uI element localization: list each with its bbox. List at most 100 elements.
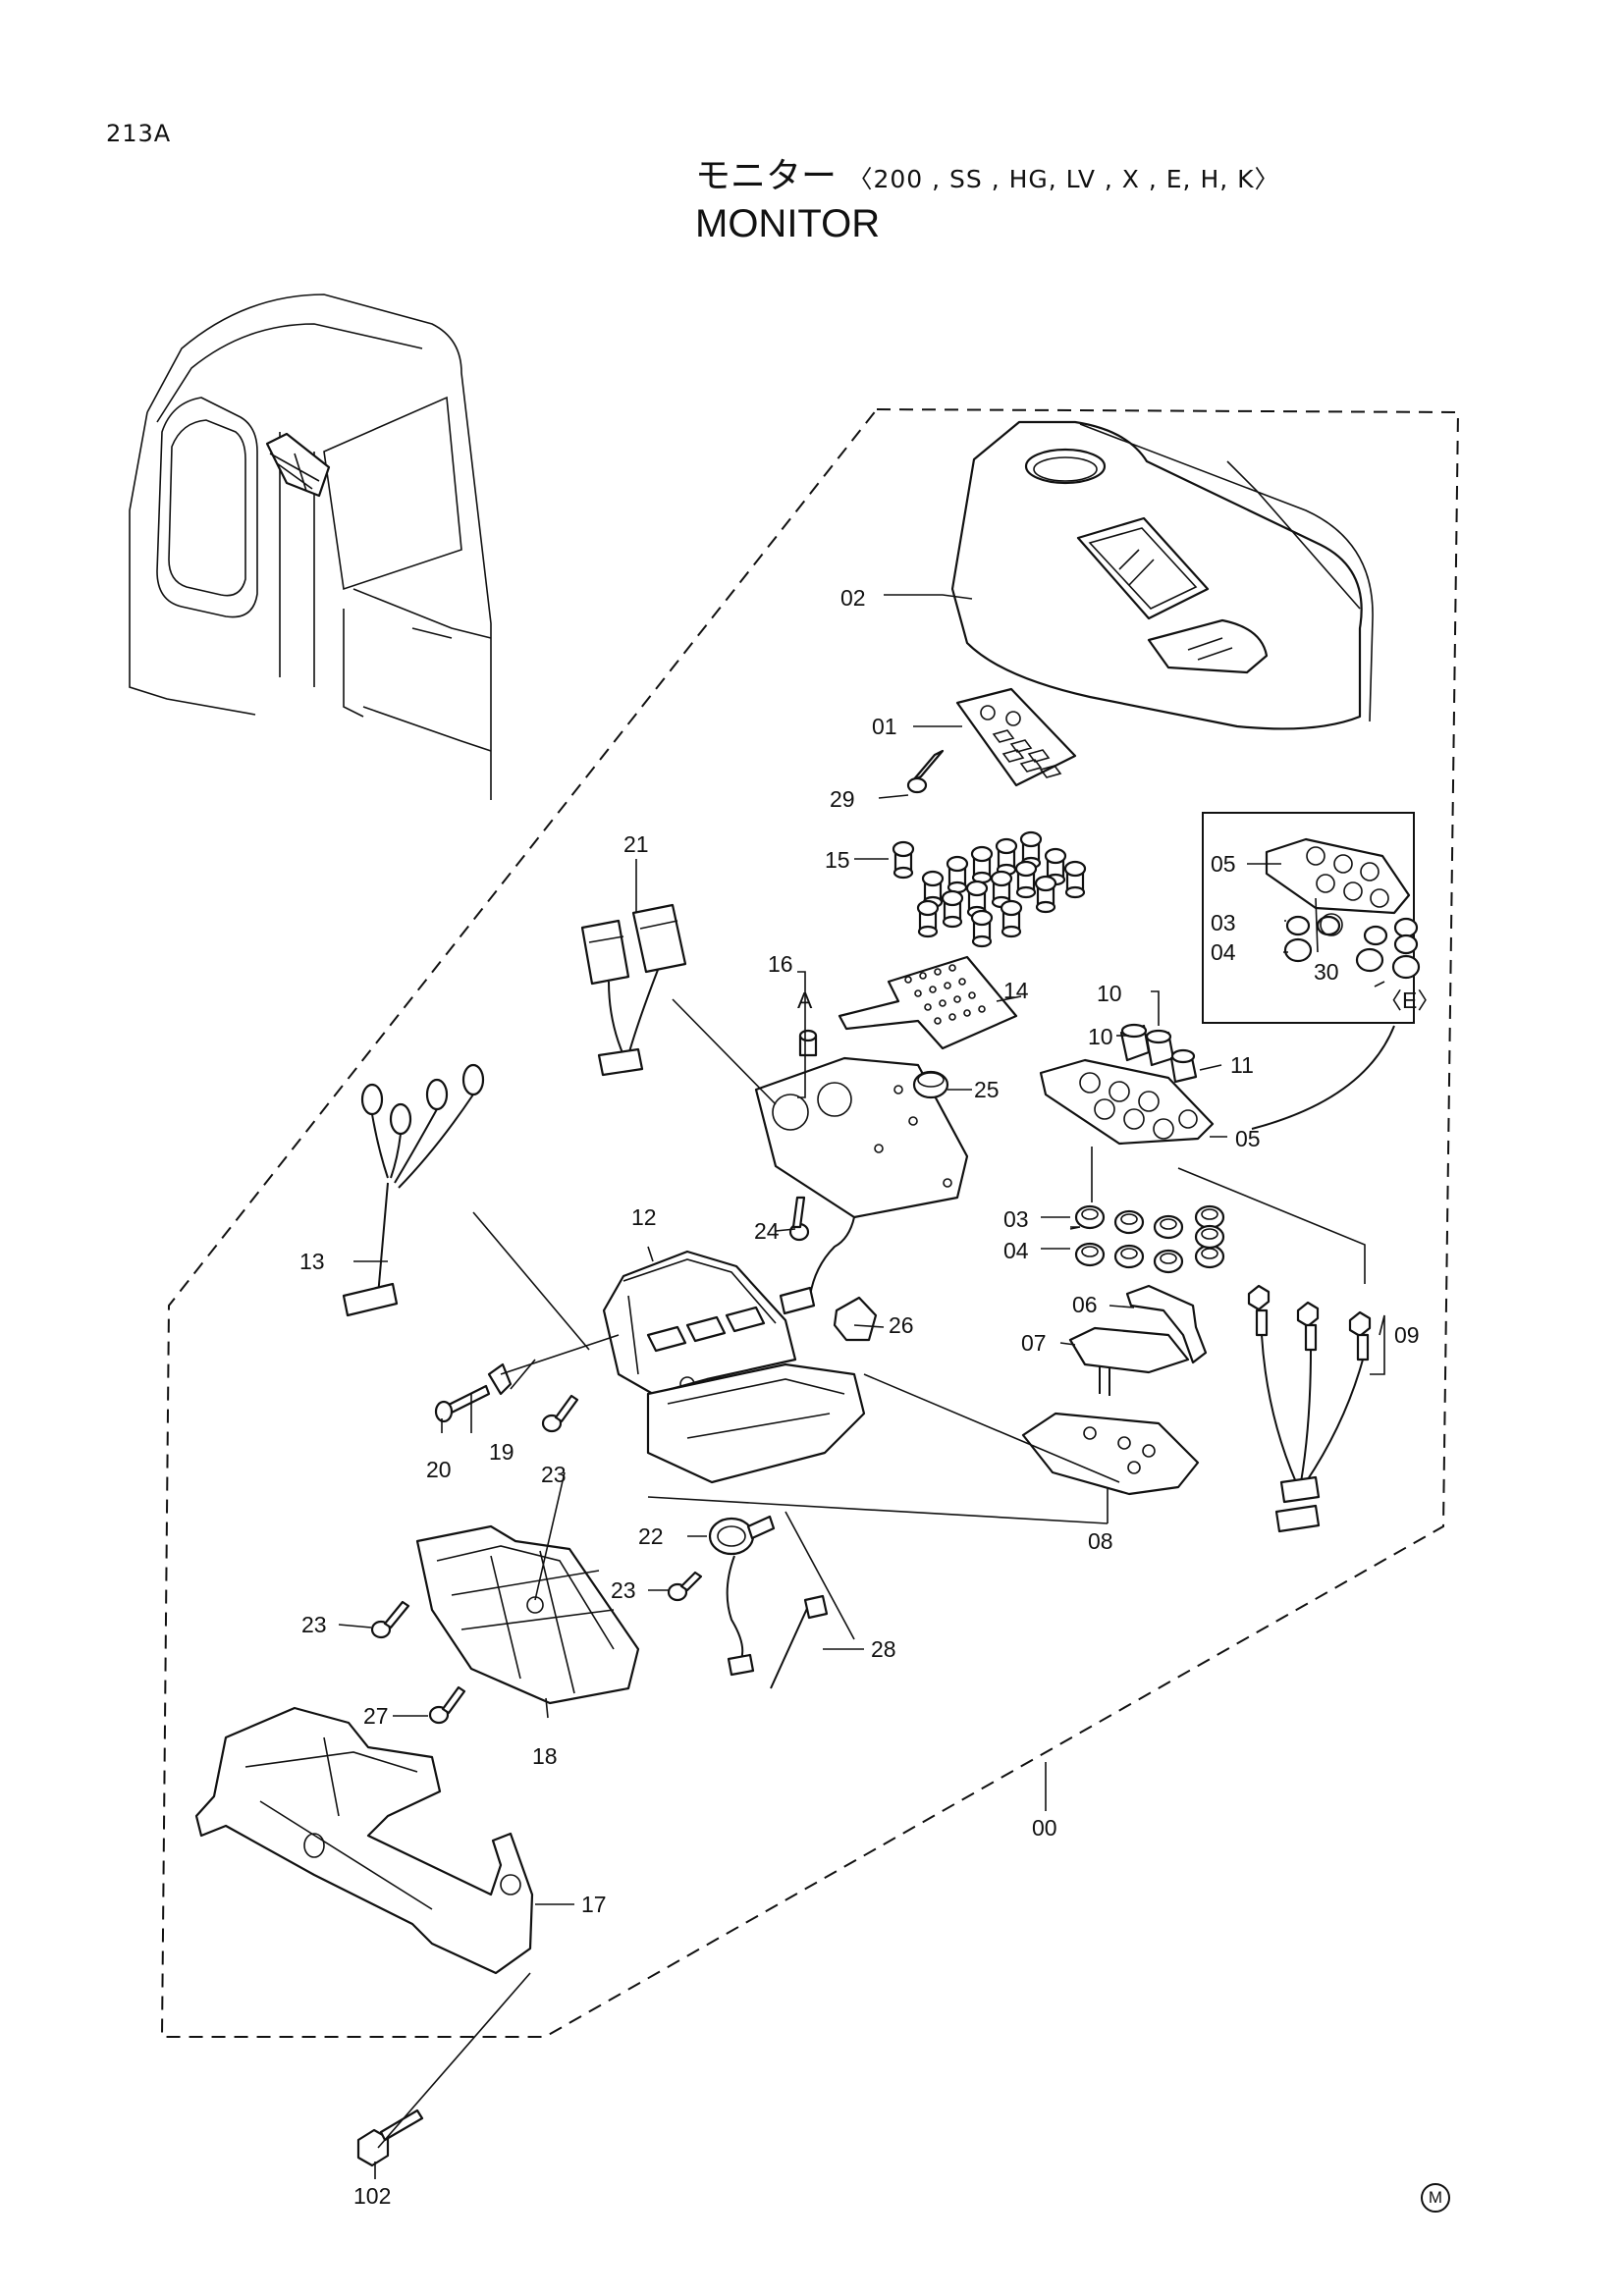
callout-21: 21 (623, 831, 649, 857)
part-25-buzzer (912, 1070, 949, 1099)
callout-07: 07 (1021, 1330, 1047, 1356)
callout-19: 19 (489, 1439, 514, 1465)
part-27-screw (428, 1685, 466, 1725)
callout-26: 26 (889, 1312, 914, 1338)
callout-25: 25 (974, 1077, 1000, 1102)
callout-10: 10 (1088, 1024, 1113, 1049)
rubber-switch (1113, 1244, 1145, 1269)
callout-12: 12 (631, 1204, 657, 1230)
part-06-lever (1125, 1284, 1208, 1364)
part-23-screw-c (667, 1571, 703, 1602)
variant-e-label: 〈E〉 (1380, 988, 1439, 1013)
keycap (916, 899, 940, 938)
part-10-knob-a (1119, 1023, 1151, 1062)
part-26-connector (833, 1296, 878, 1342)
callout-29: 29 (830, 786, 855, 812)
keycap (1014, 860, 1038, 899)
part-12-monitor-case (602, 1250, 866, 1484)
callout-05-e: 05 (1211, 851, 1236, 877)
callout-13: 13 (299, 1249, 325, 1274)
callout-27: 27 (363, 1703, 389, 1729)
parts-03-04-rubber-switches (1074, 1204, 1225, 1274)
part-05-switch-base (1039, 1058, 1215, 1146)
keycap (1034, 875, 1057, 914)
assembly-boundary (160, 407, 1460, 2038)
rubber-switch (1153, 1249, 1184, 1274)
model-list: 〈200 , SS , HG, LV , X , E, H, K〉 (847, 165, 1280, 193)
page-code: 213A (106, 120, 172, 147)
detail-a: A (797, 988, 813, 1013)
callout-15: 15 (825, 847, 850, 873)
callout-04-e: 04 (1211, 939, 1236, 965)
part-15-keycaps (892, 830, 1087, 948)
keycap (970, 845, 994, 884)
callout-22: 22 (638, 1523, 664, 1549)
title-english: MONITOR (695, 202, 881, 245)
keycap (946, 855, 969, 894)
part-17-bracket (194, 1706, 534, 1975)
variant-e-detail (1202, 812, 1421, 1024)
keycap (970, 909, 994, 948)
part-28-cable-tie (770, 1594, 829, 1689)
callout-18: 18 (532, 1743, 558, 1769)
part-102-bolt (356, 2109, 424, 2167)
keycap (995, 837, 1018, 877)
part-18-bottom-cover (415, 1524, 640, 1705)
callout-24: 24 (754, 1218, 780, 1244)
part-09-lamp-harness (1247, 1284, 1372, 1533)
callout-08: 08 (1088, 1528, 1113, 1554)
rubber-switch (1194, 1244, 1225, 1269)
title-japanese: モニター 〈200 , SS , HG, LV , X , E, H, K〉 (695, 147, 1280, 198)
callout-23-b: 23 (301, 1612, 327, 1637)
callout-11: 11 (1230, 1052, 1254, 1078)
rubber-switch (1194, 1224, 1225, 1250)
callout-09: 09 (1394, 1322, 1420, 1348)
rubber-switch (1153, 1214, 1184, 1240)
callout-23-a: 23 (541, 1462, 567, 1487)
callout-00: 00 (1032, 1815, 1057, 1841)
keycap (1000, 899, 1023, 938)
part-11-knob (1169, 1048, 1198, 1084)
part-07-plate (1068, 1326, 1190, 1396)
callout-04: 04 (1003, 1238, 1029, 1263)
corner-mark: M (1421, 2183, 1450, 2213)
part-10-knob-b (1145, 1029, 1175, 1067)
callout-17: 17 (581, 1892, 607, 1917)
callout-16: 16 (768, 951, 793, 977)
callout-02: 02 (840, 585, 866, 611)
rubber-switch (1113, 1209, 1145, 1235)
part-08-switch-board (1021, 1412, 1200, 1496)
callout-03: 03 (1003, 1206, 1029, 1232)
part-29-screw (906, 749, 945, 794)
part-21-harness (580, 903, 687, 1077)
part-24-screw (788, 1196, 810, 1242)
callout-102: 102 (353, 2183, 391, 2209)
callouts: 02 01 29 15 21 14 16 A 25 05 03 04 30 〈E… (299, 585, 1439, 2209)
callout-14: 14 (1003, 978, 1029, 1003)
rubber-switch (1194, 1204, 1225, 1230)
part-02-monitor-cover (950, 420, 1374, 730)
part-23-screw-b (370, 1600, 410, 1639)
part-23-screw-a (541, 1394, 579, 1433)
part-13-bulb-harness (342, 1063, 485, 1317)
part-20-screw (434, 1384, 491, 1423)
rubber-switch (1074, 1242, 1106, 1267)
keycap (892, 840, 915, 880)
leader-lines (338, 594, 1395, 2179)
title-jp-text: モニター (695, 156, 838, 196)
part-16-lamp (798, 1029, 818, 1057)
part-14-flex-circuit (838, 955, 1018, 1050)
part-22-buzzer (708, 1515, 776, 1677)
keycap (941, 889, 964, 929)
keycap (990, 870, 1013, 909)
callout-10-top: 10 (1097, 981, 1122, 1006)
callout-01: 01 (872, 714, 897, 739)
callout-03-e: 03 (1211, 910, 1236, 935)
callout-30: 30 (1314, 959, 1339, 985)
part-19-clip (487, 1362, 513, 1396)
part-01-switch-panel (955, 687, 1077, 787)
callout-20: 20 (426, 1457, 452, 1482)
callout-05: 05 (1235, 1126, 1261, 1151)
keycap (1063, 860, 1087, 899)
